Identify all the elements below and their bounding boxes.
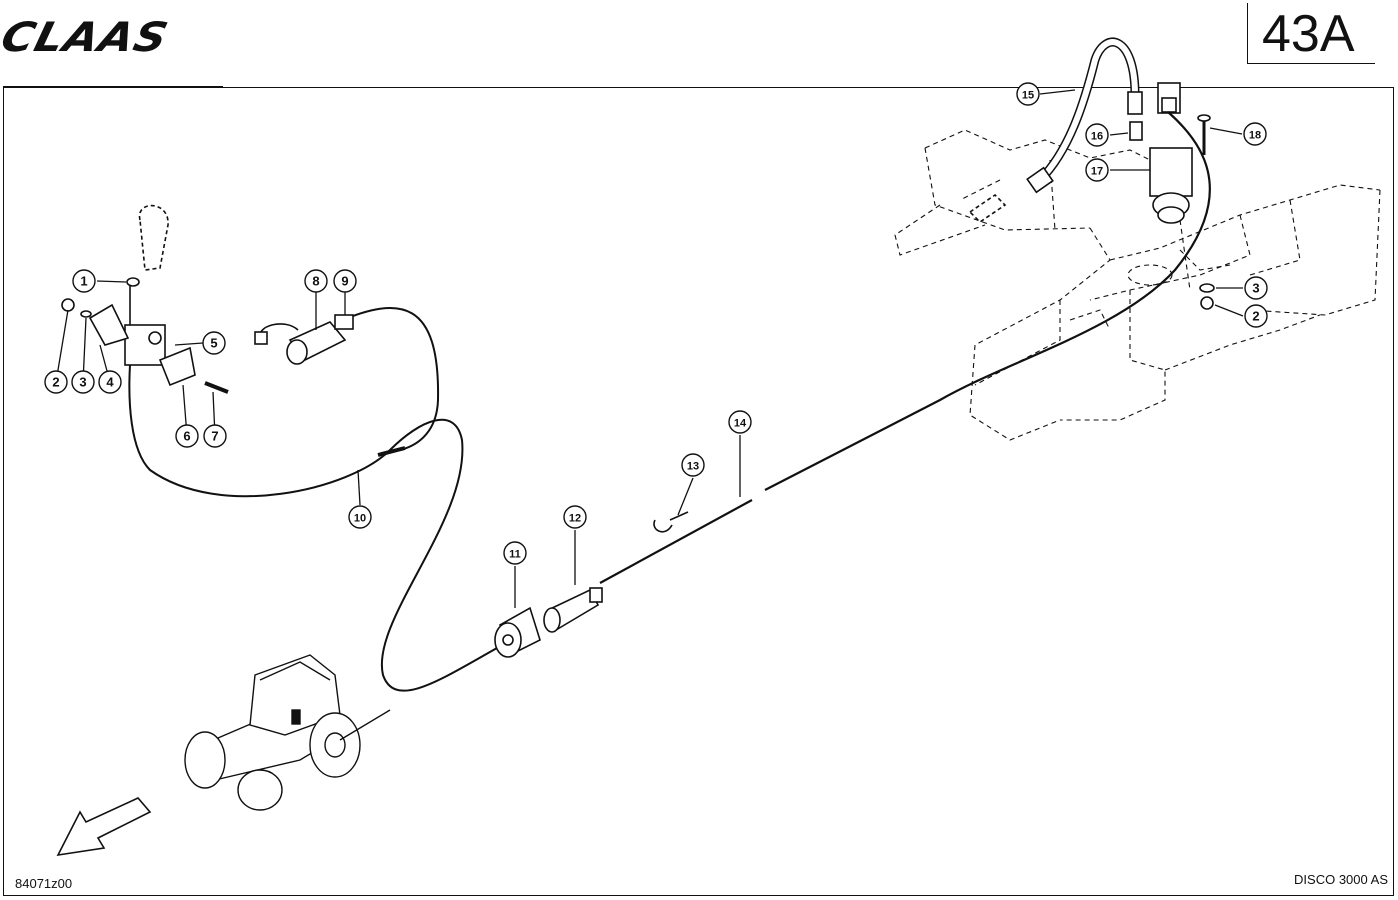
callout-circle bbox=[304, 269, 328, 293]
model-name: DISCO 3000 AS bbox=[1294, 872, 1388, 887]
callout-number: 13 bbox=[687, 461, 699, 473]
callout-number: 3 bbox=[79, 375, 86, 390]
tractor-icon bbox=[184, 654, 391, 811]
callout-number: 5 bbox=[210, 336, 217, 351]
callout-circle bbox=[333, 269, 357, 293]
callout-number: 8 bbox=[312, 274, 319, 289]
callout-circle bbox=[71, 370, 95, 394]
machine-frame-dashed bbox=[894, 129, 1381, 441]
callout-2: 2 bbox=[1244, 304, 1268, 328]
callout-circle bbox=[203, 424, 227, 448]
callout-number: 10 bbox=[354, 513, 366, 525]
callout-14: 14 bbox=[728, 410, 752, 434]
callout-circle bbox=[1243, 122, 1267, 146]
callout-15: 15 bbox=[1016, 82, 1040, 106]
callout-7: 7 bbox=[203, 424, 227, 448]
callout-number: 1 bbox=[80, 274, 87, 289]
callout-circle bbox=[1085, 158, 1109, 182]
direction-arrow-icon bbox=[56, 797, 152, 857]
callout-18: 18 bbox=[1243, 122, 1267, 146]
callout-circle bbox=[563, 505, 587, 529]
callout-circle bbox=[175, 424, 199, 448]
callout-number: 2 bbox=[1252, 309, 1259, 324]
plug-and-socket bbox=[494, 511, 689, 658]
callout-circle bbox=[1016, 82, 1040, 106]
switch-assembly bbox=[61, 204, 229, 394]
callout-3: 3 bbox=[1244, 276, 1268, 300]
callout-number: 14 bbox=[734, 418, 747, 430]
control-cable bbox=[599, 111, 1211, 584]
callout-number: 12 bbox=[569, 513, 581, 525]
callout-number: 4 bbox=[106, 375, 114, 390]
callout-3: 3 bbox=[71, 370, 95, 394]
callout-12: 12 bbox=[563, 505, 587, 529]
connector-assembly bbox=[254, 314, 354, 365]
callout-number: 11 bbox=[509, 549, 521, 561]
callout-circle bbox=[202, 331, 226, 355]
callout-circle bbox=[728, 410, 752, 434]
callout-number: 15 bbox=[1022, 90, 1034, 102]
callout-13: 13 bbox=[681, 453, 705, 477]
callout-9: 9 bbox=[333, 269, 357, 293]
page-code: 43A bbox=[1262, 5, 1355, 63]
callout-4: 4 bbox=[98, 370, 122, 394]
callout-10: 10 bbox=[348, 505, 372, 529]
callout-6: 6 bbox=[175, 424, 199, 448]
callout-labels bbox=[55, 89, 1244, 608]
callout-2: 2 bbox=[44, 370, 68, 394]
callout-17: 17 bbox=[1085, 158, 1109, 182]
callout-number: 7 bbox=[211, 429, 218, 444]
callout-circle bbox=[1244, 276, 1268, 300]
callout-number: 3 bbox=[1252, 281, 1259, 296]
callout-circle bbox=[1244, 304, 1268, 328]
callout-8: 8 bbox=[304, 269, 328, 293]
callout-circle bbox=[348, 505, 372, 529]
hydraulic-hose bbox=[968, 37, 1143, 224]
callout-number: 6 bbox=[183, 429, 190, 444]
callout-number: 18 bbox=[1249, 130, 1261, 142]
callout-circle bbox=[72, 269, 96, 293]
electrical-cable bbox=[128, 307, 498, 692]
callout-number: 2 bbox=[52, 375, 59, 390]
callout-circle bbox=[1085, 123, 1109, 147]
callout-number: 16 bbox=[1091, 131, 1103, 143]
callout-number: 9 bbox=[341, 274, 348, 289]
callout-1: 1 bbox=[72, 269, 96, 293]
valve-assembly bbox=[1129, 82, 1215, 310]
header-rule bbox=[3, 86, 223, 87]
callout-circle bbox=[503, 541, 527, 565]
callout-number: 17 bbox=[1091, 166, 1103, 178]
callout-circle bbox=[98, 370, 122, 394]
callout-16: 16 bbox=[1085, 123, 1109, 147]
callout-circle bbox=[44, 370, 68, 394]
callout-circle bbox=[681, 453, 705, 477]
callout-11: 11 bbox=[503, 541, 527, 565]
drawing-number: 84071z00 bbox=[15, 876, 73, 891]
page-code-box bbox=[1247, 3, 1375, 64]
callout-5: 5 bbox=[202, 331, 226, 355]
